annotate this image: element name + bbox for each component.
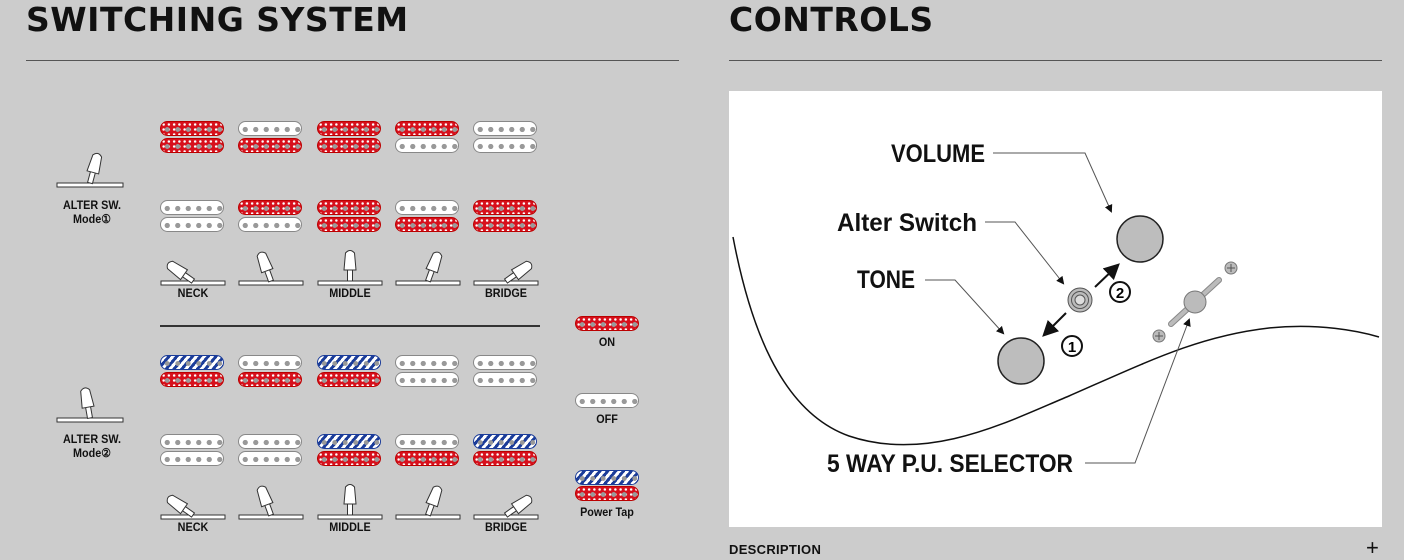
toggle-switch-icon [56, 152, 124, 188]
volume-knob [1116, 215, 1164, 263]
title-divider [26, 60, 679, 61]
selector-leader [1085, 318, 1191, 464]
neck-pickup-coil-on [317, 121, 381, 136]
neck-pickup-coil-on [160, 138, 224, 153]
neck-pickup-coil-on [317, 372, 381, 387]
position-label: MIDDLE [329, 286, 371, 300]
neck-pickup-coil-on [317, 138, 381, 153]
legend-off-swatch [575, 393, 639, 408]
volume-label: VOLUME [891, 140, 985, 168]
selector-label: 5 WAY P.U. SELECTOR [827, 450, 1073, 478]
guitar-body-outline [732, 236, 1380, 446]
neck-pickup-coil-on [160, 372, 224, 387]
neck-pickup-coil-off [395, 355, 459, 370]
neck-pickup-coil-on [395, 121, 459, 136]
bridge-pickup-coil-on [473, 200, 537, 215]
neck-pickup-coil-off [473, 372, 537, 387]
bridge-pickup-coil-off [160, 451, 224, 466]
toggle-switch-icon [395, 485, 461, 520]
pos1-circle [1061, 335, 1083, 357]
legend-off-label: OFF [596, 412, 618, 426]
neck-pickup-coil-off [395, 372, 459, 387]
bridge-pickup-coil-on [317, 217, 381, 232]
position-label: BRIDGE [484, 286, 527, 300]
neck-pickup-coil-off [473, 355, 537, 370]
toggle-switch-icon [473, 494, 539, 520]
arrow-pos2 [1094, 263, 1120, 288]
volume-leader [993, 152, 1113, 213]
neck-pickup-coil-on [160, 121, 224, 136]
neck-pickup-coil-off [473, 138, 537, 153]
toggle-switch-icon [238, 485, 304, 520]
tone-label: TONE [857, 266, 915, 294]
tone-leader [925, 279, 1005, 335]
neck-pickup-coil-on [238, 138, 302, 153]
toggle-switch-icon [160, 260, 226, 286]
mode1-label: ALTER SW.Mode① [62, 198, 121, 226]
mode-divider [160, 325, 540, 327]
bridge-pickup-coil-on [317, 200, 381, 215]
bridge-pickup-coil-off [238, 451, 302, 466]
alter-switch-label: Alter Switch [837, 209, 977, 237]
neck-pickup-coil-on [238, 372, 302, 387]
bridge-pickup-coil-on [317, 451, 381, 466]
controls-svg: 2 1 VOLUME Alter Switch TONE 5 WAY P.U. … [732, 140, 1380, 478]
bridge-pickup-coil-off [160, 217, 224, 232]
bridge-pickup-coil-tap [473, 434, 537, 449]
position-label: MIDDLE [329, 520, 371, 534]
legend-on-label: ON [598, 335, 616, 349]
controls-title: CONTROLS [729, 0, 934, 39]
selector-icon [1152, 261, 1238, 343]
bridge-pickup-coil-on [473, 217, 537, 232]
position-label: BRIDGE [484, 520, 527, 534]
bridge-pickup-coil-off [238, 434, 302, 449]
legend-tap-label: Power Tap [580, 505, 634, 519]
title-divider [729, 60, 1382, 61]
pos2-label: 2 [1116, 285, 1124, 302]
bridge-pickup-coil-off [160, 200, 224, 215]
toggle-switch-icon [395, 251, 461, 286]
bridge-pickup-coil-on [395, 217, 459, 232]
bridge-pickup-coil-on [395, 451, 459, 466]
legend-tap-swatch [575, 486, 639, 501]
plus-icon[interactable]: + [1366, 535, 1379, 560]
controls-diagram: 2 1 VOLUME Alter Switch TONE 5 WAY P.U. … [729, 91, 1382, 527]
pos2-circle [1109, 281, 1131, 303]
mode2-label: ALTER SW.Mode② [62, 432, 121, 460]
bridge-pickup-coil-off [395, 200, 459, 215]
description-toggle[interactable]: DESCRIPTION [729, 542, 822, 557]
neck-pickup-coil-off [238, 121, 302, 136]
position-label: NECK [177, 286, 209, 300]
toggle-switch-icon [160, 494, 226, 520]
bridge-pickup-coil-off [238, 217, 302, 232]
bridge-pickup-coil-off [395, 434, 459, 449]
legend-on-swatch [575, 316, 639, 331]
toggle-switch-icon [238, 251, 304, 286]
alter-switch-icon [1067, 287, 1093, 313]
bridge-pickup-coil-off [160, 434, 224, 449]
legend-tap-swatch [575, 470, 639, 485]
pos1-label: 1 [1068, 339, 1076, 356]
neck-pickup-coil-off [395, 138, 459, 153]
bridge-pickup-coil-on [473, 451, 537, 466]
neck-pickup-coil-off [473, 121, 537, 136]
alter-leader [985, 221, 1065, 285]
toggle-switch-icon [473, 260, 539, 286]
arrow-pos1 [1042, 312, 1067, 337]
toggle-switch-icon [317, 484, 383, 520]
toggle-switch-icon [56, 387, 124, 423]
neck-pickup-coil-tap [160, 355, 224, 370]
bridge-pickup-coil-on [238, 200, 302, 215]
position-label: NECK [177, 520, 209, 534]
toggle-switch-icon [317, 250, 383, 286]
tone-knob [997, 337, 1045, 385]
neck-pickup-coil-off [238, 355, 302, 370]
bridge-pickup-coil-tap [317, 434, 381, 449]
switching-system-title: SWITCHING SYSTEM [26, 0, 409, 39]
neck-pickup-coil-tap [317, 355, 381, 370]
